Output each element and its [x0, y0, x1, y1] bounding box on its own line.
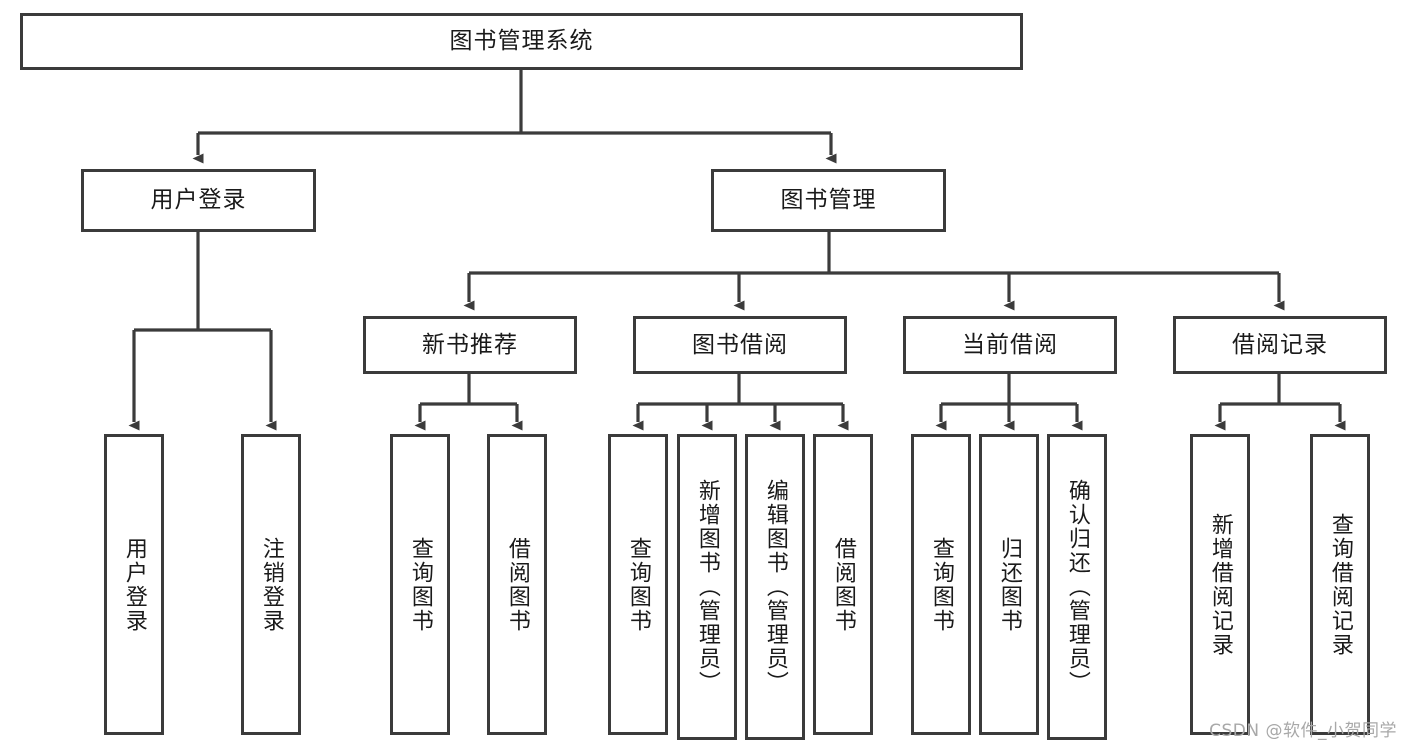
- node-new-book-recommend[interactable]: 新书推荐: [363, 316, 577, 374]
- node-leaf-add-record-label: 新增借阅记录: [1207, 512, 1233, 657]
- node-user-login-label: 用户登录: [150, 187, 247, 214]
- node-leaf-add-book[interactable]: 新增图书（管理员）: [677, 434, 737, 740]
- node-leaf-query-record[interactable]: 查询借阅记录: [1310, 434, 1370, 735]
- node-borrow-record-label: 借阅记录: [1232, 331, 1328, 358]
- node-leaf-confirm-return-label: 确认归还（管理员）: [1064, 479, 1090, 695]
- node-leaf-borrow-book-2[interactable]: 借阅图书: [813, 434, 873, 735]
- node-leaf-query-record-label: 查询借阅记录: [1327, 512, 1353, 657]
- node-book-management-label: 图书管理: [780, 187, 877, 214]
- node-leaf-add-book-label: 新增图书（管理员）: [694, 479, 720, 695]
- node-book-borrow[interactable]: 图书借阅: [633, 316, 847, 374]
- node-leaf-borrow-book-1-label: 借阅图书: [504, 536, 530, 633]
- node-current-borrow-label: 当前借阅: [962, 331, 1058, 358]
- node-leaf-user-login[interactable]: 用户登录: [104, 434, 164, 735]
- node-leaf-user-login-label: 用户登录: [121, 536, 147, 633]
- node-leaf-edit-book-label: 编辑图书（管理员）: [762, 479, 788, 695]
- node-leaf-logout[interactable]: 注销登录: [241, 434, 301, 735]
- node-leaf-query-book-1-label: 查询图书: [407, 536, 433, 633]
- node-leaf-confirm-return[interactable]: 确认归还（管理员）: [1047, 434, 1107, 740]
- node-leaf-query-book-3-label: 查询图书: [928, 536, 954, 633]
- node-leaf-query-book-1[interactable]: 查询图书: [390, 434, 450, 735]
- node-leaf-query-book-3[interactable]: 查询图书: [911, 434, 971, 735]
- node-user-login[interactable]: 用户登录: [81, 169, 316, 232]
- node-leaf-edit-book[interactable]: 编辑图书（管理员）: [745, 434, 805, 740]
- node-leaf-return-book-label: 归还图书: [996, 536, 1022, 633]
- node-leaf-logout-label: 注销登录: [258, 536, 284, 633]
- node-leaf-borrow-book-1[interactable]: 借阅图书: [487, 434, 547, 735]
- node-borrow-record[interactable]: 借阅记录: [1173, 316, 1387, 374]
- node-book-management[interactable]: 图书管理: [711, 169, 946, 232]
- node-leaf-borrow-book-2-label: 借阅图书: [830, 536, 856, 633]
- node-current-borrow[interactable]: 当前借阅: [903, 316, 1117, 374]
- node-leaf-query-book-2[interactable]: 查询图书: [608, 434, 668, 735]
- node-leaf-return-book[interactable]: 归还图书: [979, 434, 1039, 735]
- node-root-label: 图书管理系统: [449, 28, 594, 55]
- node-leaf-add-record[interactable]: 新增借阅记录: [1190, 434, 1250, 735]
- node-new-book-recommend-label: 新书推荐: [422, 331, 518, 358]
- node-root[interactable]: 图书管理系统: [20, 13, 1023, 70]
- node-book-borrow-label: 图书借阅: [692, 331, 788, 358]
- watermark-text: CSDN @软件_小贺同学: [1209, 721, 1397, 741]
- node-leaf-query-book-2-label: 查询图书: [625, 536, 651, 633]
